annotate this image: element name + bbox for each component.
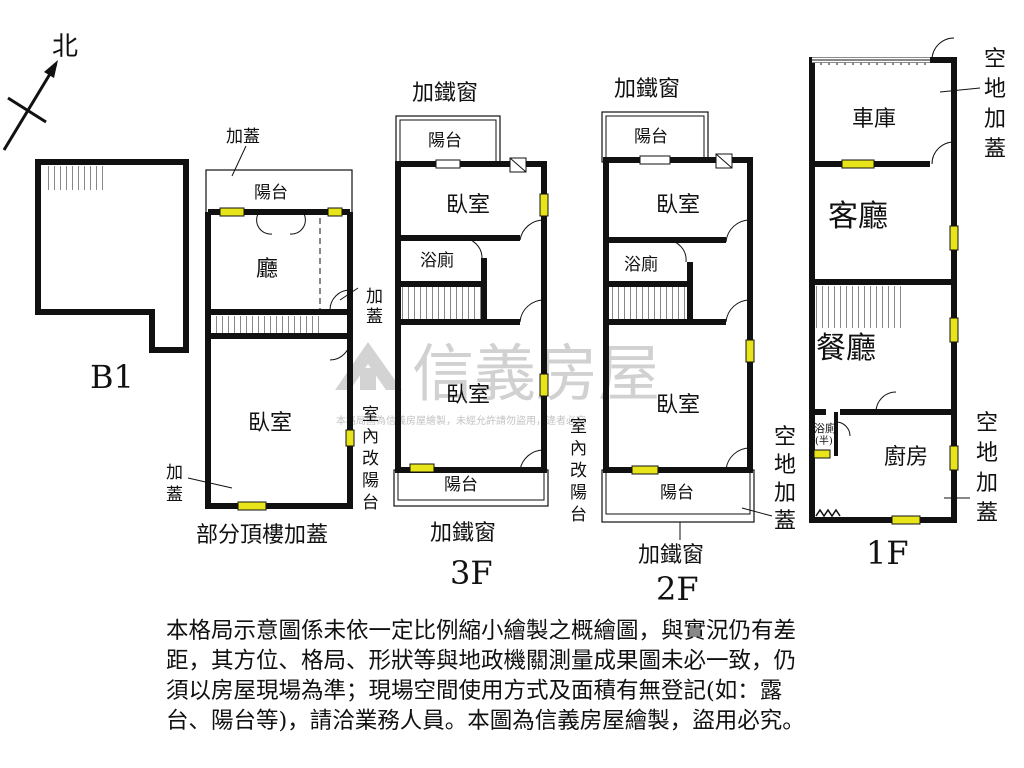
f2-converted-char: 室 <box>570 417 587 437</box>
roof-addon-bottom-2: 蓋 <box>166 485 183 505</box>
f3-balcony-top: 陽台 <box>428 131 462 151</box>
disclaimer-line: 距，其方位、格局、形狀等與地政機關測量成果圖未必一致，仍 <box>166 648 797 674</box>
floor-3f-label: 3F <box>450 554 493 592</box>
f1-addon-char: 地 <box>976 441 998 466</box>
f1-addon-char: 空 <box>976 411 998 436</box>
f3-iron-window-top: 加鐵窗 <box>412 81 478 106</box>
f2-iron-window-bottom: 加鐵窗 <box>638 543 704 568</box>
window <box>539 193 549 217</box>
f3-converted-char: 台 <box>362 493 379 513</box>
floor-roof: 加蓋 加 蓋 加 蓋 陽台 廳 臥室 部分頂樓加蓋 <box>166 127 383 548</box>
f3-converted-balcony: 室 內 改 陽 台 <box>362 405 379 513</box>
window <box>327 207 343 217</box>
f1-open-addon-bottom: 空 地 加 蓋 <box>976 411 998 526</box>
window <box>435 159 461 169</box>
f2-addon-char: 空 <box>774 425 796 450</box>
f3-converted-char: 陽 <box>362 471 379 491</box>
window <box>949 445 959 471</box>
f1-addon-char: 蓋 <box>984 137 1006 162</box>
f1-dining: 餐廳 <box>816 331 876 366</box>
floor-b1-label: B1 <box>90 358 134 396</box>
floor-roof-label: 部分頂樓加蓋 <box>196 523 328 548</box>
f1-kitchen: 廚房 <box>884 445 928 470</box>
window <box>631 465 659 475</box>
f1-garage: 車庫 <box>852 107 896 132</box>
f3-converted-char: 室 <box>362 405 379 425</box>
f2-converted-char: 改 <box>570 461 587 481</box>
floor-1f-label: 1F <box>866 534 909 572</box>
f2-converted-char: 台 <box>570 505 587 525</box>
f1-addon-char: 加 <box>984 107 1006 132</box>
room-balcony: 陽台 <box>254 183 288 203</box>
disclaimer-line: 台、陽台等)，請洽業務人員。本圖為信義房屋繪製，盜用必究。 <box>166 708 805 734</box>
roof-addon-side-1: 加 <box>366 287 383 307</box>
disclaimer: 本格局示意圖係未依一定比例縮小繪製之概繪圖，與實況仍有差 距，其方位、格局、形狀… <box>166 616 886 736</box>
floor-1f: 車庫 客廳 餐廳 浴廁 (半) 廚房 空 地 加 蓋 空 地 加 蓋 1F <box>809 37 1006 572</box>
f1-bath-small-note: (半) <box>815 434 833 447</box>
roof-addon-side-2: 蓋 <box>366 307 383 327</box>
f1-addon-char: 蓋 <box>976 501 998 526</box>
f3-bathroom: 浴廁 <box>420 250 454 271</box>
f1-addon-char: 空 <box>984 47 1006 72</box>
f2-converted-balcony: 室 內 改 陽 台 <box>570 417 587 525</box>
window <box>891 515 921 525</box>
north-arrow-icon <box>2 60 58 151</box>
watermark-logo-icon <box>335 342 402 390</box>
stairs <box>44 166 106 190</box>
f2-addon-char: 地 <box>774 453 796 478</box>
f1-bath-small: 浴廁 <box>814 421 836 435</box>
stairs <box>814 286 906 328</box>
stairs <box>402 286 482 320</box>
f2-bathroom: 浴廁 <box>624 254 658 275</box>
window <box>841 159 875 169</box>
window <box>539 373 549 397</box>
floor-3f: 加鐵窗 陽台 臥室 浴廁 臥室 陽台 室 內 改 陽 台 加鐵窗 3F <box>362 81 549 592</box>
roof-addon-top: 加蓋 <box>226 127 260 147</box>
f1-addon-char: 地 <box>984 77 1006 102</box>
f2-converted-char: 陽 <box>570 483 587 503</box>
window <box>237 501 267 511</box>
f2-addon-char: 加 <box>774 481 796 506</box>
f2-converted-char: 內 <box>570 439 587 459</box>
stairs <box>212 316 320 334</box>
disclaimer-line: 須以房屋現場為準；現場空間使用方式及面積有無登記(如：露 <box>166 678 783 704</box>
stairs <box>610 286 688 320</box>
watermark: 信義房屋 本格局圖為信義房屋繪製，未經允許請勿盜用，違者必究 <box>335 337 660 427</box>
f2-bedroom-top: 臥室 <box>656 193 700 218</box>
roof-addon-bottom-1: 加 <box>166 463 183 483</box>
f3-iron-window-bottom: 加鐵窗 <box>430 521 496 546</box>
f1-addon-char: 加 <box>976 471 998 496</box>
window <box>345 429 355 447</box>
f1-open-addon-top: 空 地 加 蓋 <box>984 47 1006 162</box>
window <box>813 449 831 459</box>
f2-balcony-top: 陽台 <box>634 127 668 147</box>
room-hall: 廳 <box>256 257 278 282</box>
room-bedroom: 臥室 <box>248 411 292 436</box>
f3-converted-char: 改 <box>362 449 379 469</box>
fence-icon <box>815 508 841 518</box>
window <box>949 225 959 251</box>
floor-b1: B1 <box>35 159 189 396</box>
f3-bedroom-main: 臥室 <box>446 383 490 408</box>
floor-2f: 加鐵窗 陽台 臥室 浴廁 臥室 陽台 室 內 改 陽 台 空 地 加 蓋 加鐵窗… <box>570 77 796 608</box>
f2-bedroom-main: 臥室 <box>656 393 700 418</box>
disclaimer-line: 本格局示意圖係未依一定比例縮小繪製之概繪圖，與實況仍有差 <box>166 618 797 644</box>
f3-bedroom-top: 臥室 <box>446 193 490 218</box>
window <box>219 207 245 217</box>
f2-addon-char: 蓋 <box>774 509 796 534</box>
window <box>745 339 755 363</box>
window <box>639 155 671 165</box>
f3-converted-char: 內 <box>362 427 379 447</box>
window <box>409 463 435 473</box>
f2-open-addon: 空 地 加 蓋 <box>774 425 796 534</box>
f2-iron-window-top: 加鐵窗 <box>614 77 680 102</box>
floor-2f-label: 2F <box>656 570 699 608</box>
north-label: 北 <box>52 32 78 62</box>
f2-balcony-bottom: 陽台 <box>660 483 694 503</box>
watermark-brand: 信義房屋 <box>412 337 660 410</box>
window <box>949 317 959 343</box>
f3-balcony-bottom: 陽台 <box>444 475 478 495</box>
f1-living: 客廳 <box>828 199 888 234</box>
